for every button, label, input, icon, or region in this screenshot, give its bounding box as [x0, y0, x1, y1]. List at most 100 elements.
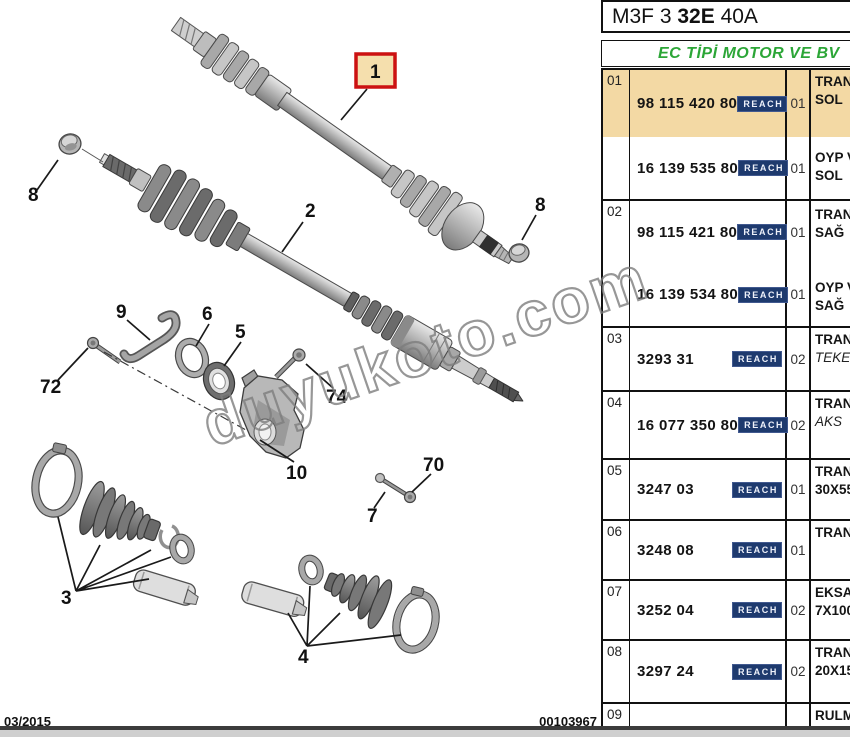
- callout-10[interactable]: 10: [286, 463, 307, 484]
- part-ref: 3252 04: [637, 601, 695, 619]
- hub-nut-right: [508, 243, 530, 263]
- grease-sachet: [241, 581, 308, 617]
- part-row[interactable]: 98 115 420 80 REACH 01 TRAN SOL: [630, 70, 850, 137]
- reach-button[interactable]: REACH: [731, 481, 782, 498]
- part-ref: 98 115 421 80: [637, 223, 738, 241]
- part-desc-line1: OYP V: [815, 150, 850, 165]
- part-qty: 01: [787, 460, 811, 519]
- row-number: 07: [603, 581, 630, 639]
- callout-6[interactable]: 6: [202, 304, 213, 325]
- grease-sachet: [132, 569, 199, 606]
- drive-shaft-1: [170, 16, 514, 265]
- table-group-04[interactable]: 04 16 077 350 80 REACH 02 TRAN AKS: [603, 392, 850, 460]
- part-row[interactable]: 3297 24 REACH 02 TRAN 20X15: [630, 641, 850, 702]
- row-number: 06: [603, 521, 630, 579]
- reach-button[interactable]: REACH: [731, 602, 782, 618]
- table-group-03[interactable]: 03 3293 31 REACH 02 TRAN TEKE: [603, 328, 850, 392]
- callout-5[interactable]: 5: [235, 322, 246, 343]
- reach-button[interactable]: REACH: [731, 542, 782, 558]
- support-bracket-9: [119, 310, 181, 364]
- part-desc-line1: TRAN: [815, 74, 850, 89]
- bottom-border-line: [0, 726, 850, 730]
- parts-table: 01 98 115 420 80 REACH 01 TRAN SOL 16 13…: [601, 68, 850, 737]
- callout-9[interactable]: 9: [116, 302, 127, 323]
- row-number: 02: [603, 201, 630, 326]
- callout-1-hotspot[interactable]: 1: [354, 52, 397, 89]
- table-group-02[interactable]: 02 98 115 421 80 REACH 01 TRAN SAĞ 16 13…: [603, 201, 850, 328]
- callout-72[interactable]: 72: [40, 377, 61, 398]
- part-desc-line2: SOL: [815, 168, 843, 183]
- part-desc-line1: TRAN: [815, 396, 850, 411]
- part-row[interactable]: REACH RULM: [630, 704, 850, 737]
- part-desc-line1: OYP V: [815, 280, 850, 295]
- part-row[interactable]: 3293 31 REACH 02 TRAN TEKE: [630, 328, 850, 390]
- part-qty: 02: [787, 328, 811, 390]
- bolt-74: [274, 348, 306, 379]
- part-qty: 02: [787, 641, 811, 702]
- boot-kit-4: [241, 554, 440, 654]
- part-desc-line2: 30X55: [815, 482, 850, 497]
- part-row[interactable]: 16 077 350 80 REACH 02 TRAN AKS: [630, 392, 850, 458]
- callout-8-right[interactable]: 8: [535, 195, 546, 216]
- callout-2[interactable]: 2: [305, 201, 316, 222]
- part-desc-line2: SAĞ: [815, 298, 845, 313]
- table-group-08[interactable]: 08 3297 24 REACH 02 TRAN 20X15: [603, 641, 850, 704]
- part-desc-line2: TEKE: [815, 350, 850, 365]
- callout-1-label[interactable]: 1: [370, 62, 381, 83]
- part-row[interactable]: 16 139 534 80 REACH 01 OYP V SAĞ: [630, 263, 850, 326]
- callout-8-left[interactable]: 8: [28, 185, 39, 206]
- axis-dash-line: [103, 351, 247, 431]
- drive-shaft-2: [99, 153, 524, 403]
- part-desc-line1: TRAN: [815, 464, 850, 479]
- row-number: 03: [603, 328, 630, 390]
- table-group-06[interactable]: 06 3248 08 REACH 01 TRAN: [603, 521, 850, 581]
- part-ref: 16 139 534 80: [637, 286, 739, 303]
- part-desc-line1: RULM: [815, 708, 850, 723]
- reach-button[interactable]: REACH: [738, 286, 789, 303]
- callout-70[interactable]: 70: [423, 455, 444, 476]
- row-number: 08: [603, 641, 630, 702]
- reach-button[interactable]: REACH: [738, 160, 789, 176]
- reach-button[interactable]: REACH: [737, 95, 788, 112]
- callout-3[interactable]: 3: [61, 588, 72, 609]
- row-number: 04: [603, 392, 630, 458]
- part-ref: 3297 24: [637, 663, 695, 680]
- callout-74[interactable]: 74: [326, 387, 348, 408]
- bearing-support-10: [239, 369, 305, 459]
- reach-button[interactable]: REACH: [737, 224, 788, 240]
- part-row[interactable]: 98 115 421 80 REACH 01 TRAN SAĞ: [630, 201, 850, 263]
- part-row[interactable]: 3248 08 REACH 01 TRAN: [630, 521, 850, 579]
- part-desc-line2: SAĞ: [815, 225, 845, 240]
- section-title-text: EC TİPİ MOTOR VE BV: [658, 44, 840, 62]
- reach-button[interactable]: REACH: [731, 351, 782, 367]
- code-prefix: M3F 3: [612, 4, 678, 28]
- parts-list-panel: M3F 3 32E 40A EC TİPİ MOTOR VE BV 01 98 …: [601, 0, 850, 737]
- bolt-7-70: [374, 472, 417, 504]
- part-row[interactable]: 3247 03 REACH 01 TRAN 30X55: [630, 460, 850, 519]
- part-desc-line1: TRAN: [815, 207, 850, 222]
- part-desc-line2: SOL: [815, 92, 843, 107]
- reach-button[interactable]: REACH: [731, 663, 782, 680]
- part-ref: 98 115 420 80: [637, 95, 738, 112]
- callout-4[interactable]: 4: [298, 647, 309, 668]
- exploded-diagram: 1 2 8 8 9 6 5 72 74 10 70 7 3 4: [28, 16, 546, 668]
- footer-date: 03/2015: [4, 714, 51, 729]
- part-qty: 01: [787, 137, 811, 199]
- section-title: EC TİPİ MOTOR VE BV: [601, 40, 850, 67]
- row-number: 05: [603, 460, 630, 519]
- part-desc-line2: AKS: [815, 414, 843, 429]
- part-qty: 01: [787, 201, 811, 263]
- table-group-05[interactable]: 05 3247 03 REACH 01 TRAN 30X55: [603, 460, 850, 521]
- part-desc-line1: TRAN: [815, 332, 850, 347]
- part-row[interactable]: 16 139 535 80 REACH 01 OYP V SOL: [630, 137, 850, 199]
- part-qty: 01: [787, 521, 811, 579]
- reach-button[interactable]: REACH: [738, 417, 789, 433]
- callout-7[interactable]: 7: [367, 506, 378, 527]
- part-qty: 01: [787, 70, 811, 137]
- part-qty: 01: [787, 263, 811, 326]
- table-group-01[interactable]: 01 98 115 420 80 REACH 01 TRAN SOL 16 13…: [603, 70, 850, 201]
